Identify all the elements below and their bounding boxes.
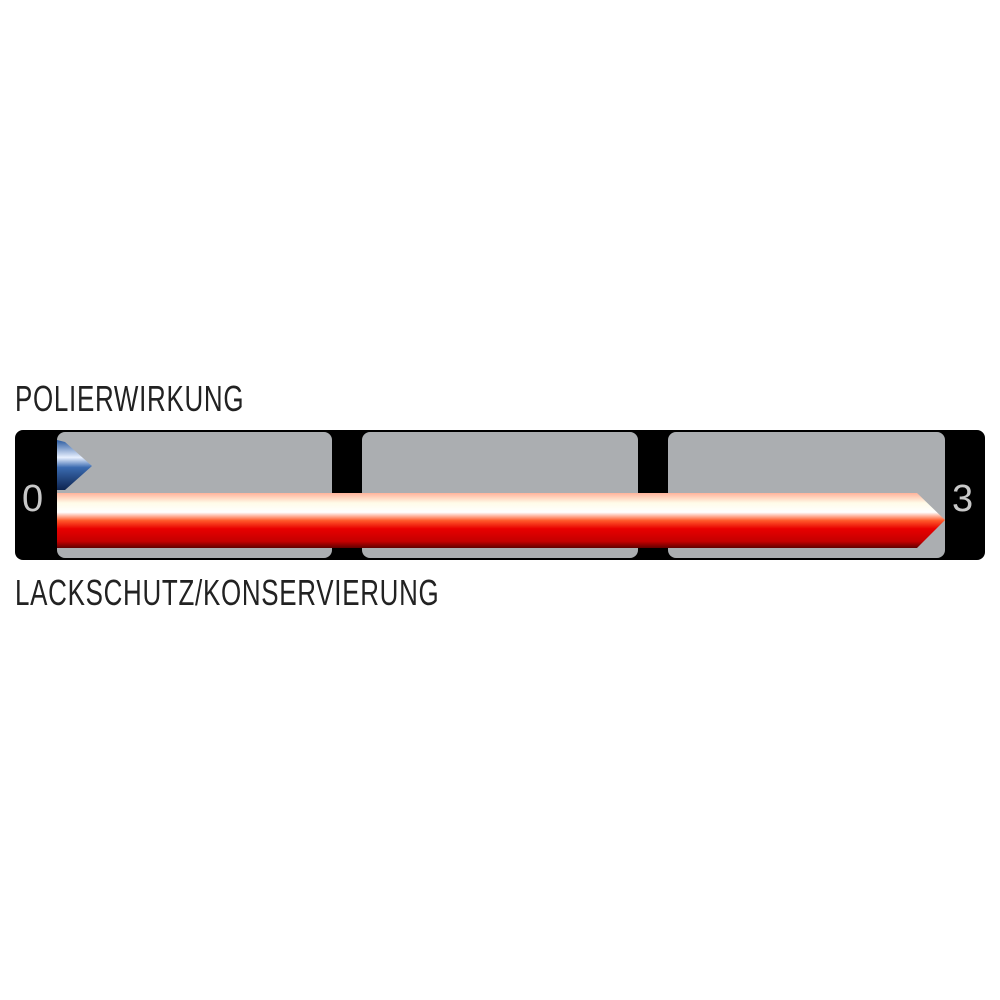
polish-effect-label: POLIERWIRKUNG xyxy=(15,378,245,419)
paint-protection-label: LACKSCHUTZ/KONSERVIERUNG xyxy=(15,572,440,613)
scale-min-label: 0 xyxy=(22,478,44,520)
polish-effect-arrow-indicator xyxy=(57,440,92,490)
scale-max-label: 3 xyxy=(952,478,974,520)
paint-protection-bar-indicator xyxy=(57,493,945,548)
